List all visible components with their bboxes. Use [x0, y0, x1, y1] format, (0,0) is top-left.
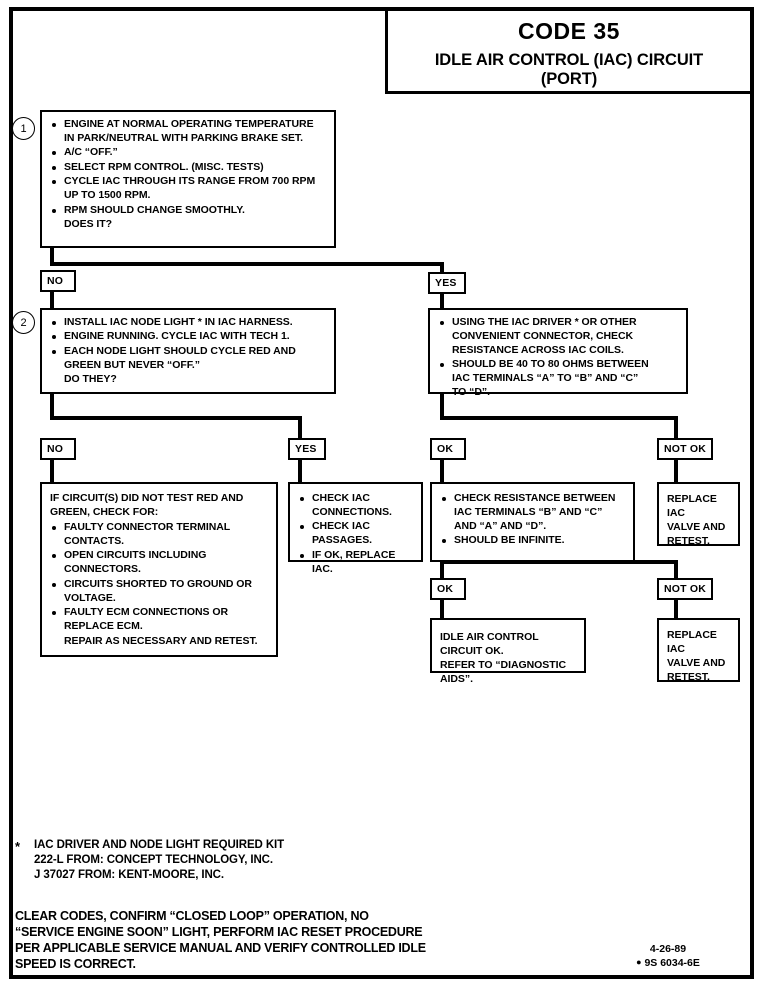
step-number-1: 1 [12, 117, 35, 140]
asterisk-marker: * [15, 839, 20, 854]
label-ok-2: OK [430, 578, 466, 600]
list-item: CHECK IAC PASSAGES. [298, 520, 414, 548]
box-circuit-ok: IDLE AIR CONTROL CIRCUIT OK. REFER TO “D… [430, 618, 586, 685]
step1-list: ENGINE AT NORMAL OPERATING TEMPERATURE I… [50, 118, 327, 232]
connector-notok1-to-replace [674, 460, 678, 482]
list-item: CHECK RESISTANCE BETWEEN IAC TERMINALS “… [440, 492, 626, 534]
list-item: OPEN CIRCUITS INCLUDING CONNECTORS. [50, 549, 269, 577]
box-check-resistance: CHECK RESISTANCE BETWEEN IAC TERMINALS “… [430, 482, 635, 562]
connector-driver-down [440, 394, 444, 420]
document-date: 4-26-89 [649, 943, 687, 955]
circuit-check-tail: REPAIR AS NECESSARY AND RETEST. [64, 634, 258, 647]
connector-split-level3 [440, 560, 678, 564]
box-replace-iac-2: REPLACE IAC VALVE AND RETEST. [657, 618, 740, 683]
step2-number-label: 2 [20, 316, 27, 329]
footnote-text: IAC DRIVER AND NODE LIGHT REQUIRED KIT 2… [34, 839, 285, 882]
connector-no2-to-circuit-check [50, 460, 54, 482]
bullet-marker-icon: ● [636, 957, 642, 968]
step-number-2: 2 [12, 311, 35, 334]
list-item: FAULTY CONNECTOR TERMINAL CONTACTS. [50, 521, 269, 549]
page-border [9, 7, 754, 979]
box-check-iac: CHECK IAC CONNECTIONS. CHECK IAC PASSAGE… [288, 482, 423, 575]
circuit-check-lead: IF CIRCUIT(S) DID NOT TEST RED AND GREEN… [50, 492, 244, 518]
iac-driver-list: USING THE IAC DRIVER * OR OTHER CONVENIE… [438, 316, 679, 400]
list-item: RPM SHOULD CHANGE SMOOTHLY. DOES IT? [50, 204, 327, 232]
connector-yes1-to-driver [440, 294, 444, 310]
label-not-ok-1: NOT OK [657, 438, 713, 460]
step2-list: INSTALL IAC NODE LIGHT * IN IAC HARNESS.… [50, 316, 327, 387]
document-part-number: ● 9S 6034-6E [593, 956, 743, 970]
connector-yes2-down [298, 416, 302, 438]
connector-split-level2-right [440, 416, 678, 420]
label-not-ok-2: NOT OK [657, 578, 713, 600]
connector-split-level1 [50, 262, 444, 266]
document-code: 4-26-89 ● 9S 6034-6E [593, 942, 743, 970]
box-circuit-check: IF CIRCUIT(S) DID NOT TEST RED AND GREEN… [40, 482, 278, 657]
list-item: FAULTY ECM CONNECTIONS OR REPLACE ECM. [50, 606, 269, 634]
list-item: A/C “OFF.” [50, 146, 327, 160]
connector-ok2-to-circuit-ok [440, 600, 444, 618]
part-number-text: 9S 6034-6E [644, 957, 700, 970]
connector-step2-down [50, 394, 54, 420]
box-iac-driver-check: USING THE IAC DRIVER * OR OTHER CONVENIE… [428, 308, 688, 398]
connector-yes1-down [440, 262, 444, 278]
label-ok-1: OK [430, 438, 466, 460]
list-item: USING THE IAC DRIVER * OR OTHER CONVENIE… [438, 316, 679, 358]
list-item: IF OK, REPLACE IAC. [298, 549, 414, 577]
list-item: SHOULD BE INFINITE. [440, 534, 626, 548]
bottom-note: CLEAR CODES, CONFIRM “CLOSED LOOP” OPERA… [15, 909, 426, 971]
connector-step1-down [50, 248, 54, 266]
circuit-check-list: FAULTY CONNECTOR TERMINAL CONTACTS. OPEN… [50, 521, 269, 649]
list-item: CIRCUITS SHORTED TO GROUND OR VOLTAGE. [50, 578, 269, 606]
label-no-1: NO [40, 270, 76, 292]
connector-ok1-to-resistance [440, 460, 444, 482]
list-item: CYCLE IAC THROUGH ITS RANGE FROM 700 RPM… [50, 175, 327, 203]
connector-yes2-to-check-iac [298, 460, 302, 482]
box-replace-iac-1: REPLACE IAC VALVE AND RETEST. [657, 482, 740, 547]
box-step1: ENGINE AT NORMAL OPERATING TEMPERATURE I… [40, 110, 336, 248]
page-title: CODE 35 [518, 18, 620, 44]
circuit-ok-text: IDLE AIR CONTROL CIRCUIT OK. REFER TO “D… [440, 631, 566, 685]
list-item: ENGINE RUNNING. CYCLE IAC WITH TECH 1. [50, 330, 327, 344]
connector-no1-to-step2 [50, 292, 54, 310]
replace-iac-1-text: REPLACE IAC VALVE AND RETEST. [667, 493, 726, 547]
list-item: ENGINE AT NORMAL OPERATING TEMPERATURE I… [50, 118, 327, 146]
list-item: EACH NODE LIGHT SHOULD CYCLE RED AND GRE… [50, 345, 327, 387]
connector-resistance-down [440, 562, 444, 584]
label-no-2: NO [40, 438, 76, 460]
title-block: CODE 35 IDLE AIR CONTROL (IAC) CIRCUIT (… [385, 7, 750, 94]
label-yes-1: YES [428, 272, 466, 294]
connector-notok2-to-replace [674, 600, 678, 618]
connector-split-level2-left [50, 416, 302, 420]
list-item: SHOULD BE 40 TO 80 OHMS BETWEEN IAC TERM… [438, 358, 679, 400]
page-subtitle-line2: (PORT) [540, 70, 598, 89]
footnote: * IAC DRIVER AND NODE LIGHT REQUIRED KIT… [15, 838, 435, 884]
page-subtitle-line1: IDLE AIR CONTROL (IAC) CIRCUIT [434, 51, 704, 70]
list-item: SELECT RPM CONTROL. (MISC. TESTS) [50, 161, 327, 175]
check-resistance-list: CHECK RESISTANCE BETWEEN IAC TERMINALS “… [440, 492, 626, 548]
label-yes-2: YES [288, 438, 326, 460]
list-item: CHECK IAC CONNECTIONS. [298, 492, 414, 520]
box-step2: INSTALL IAC NODE LIGHT * IN IAC HARNESS.… [40, 308, 336, 394]
connector-notok2-down [674, 560, 678, 582]
list-item: INSTALL IAC NODE LIGHT * IN IAC HARNESS. [50, 316, 327, 330]
replace-iac-2-text: REPLACE IAC VALVE AND RETEST. [667, 629, 726, 683]
check-iac-list: CHECK IAC CONNECTIONS. CHECK IAC PASSAGE… [298, 492, 414, 577]
connector-notok1-down [674, 416, 678, 438]
